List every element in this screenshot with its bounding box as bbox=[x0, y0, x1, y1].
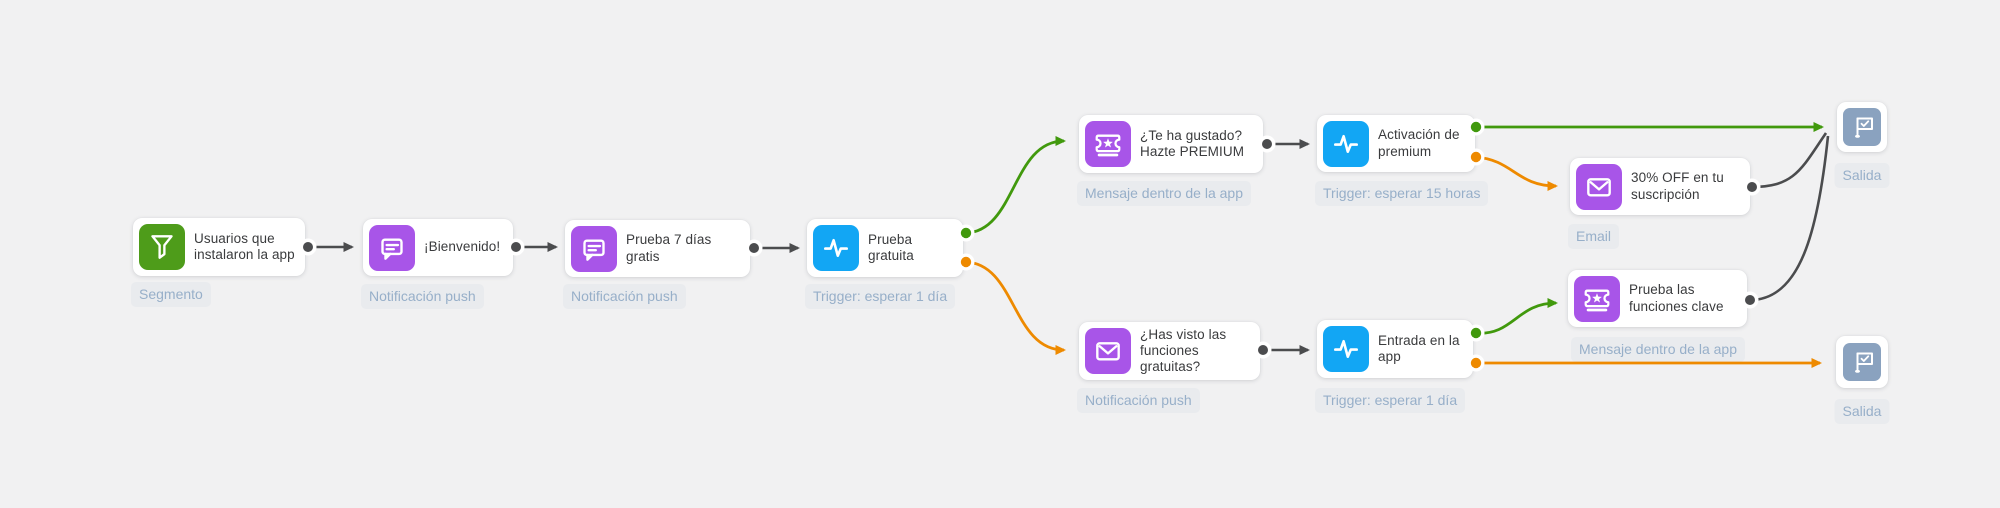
node-title: ¡Bienvenido! bbox=[424, 239, 501, 255]
node-exit-top[interactable] bbox=[1837, 102, 1887, 152]
node-type-badge: Notificación push bbox=[361, 284, 484, 309]
edge-freetrial-no-to-featurespush bbox=[965, 260, 1066, 355]
pulse-icon bbox=[1323, 326, 1369, 372]
pulse-icon bbox=[813, 225, 859, 271]
node-type-badge: Trigger: esperar 15 horas bbox=[1315, 181, 1489, 206]
node-exit-bottom[interactable] bbox=[1836, 336, 1888, 388]
envelope-icon bbox=[1085, 328, 1131, 374]
ticket-star-icon bbox=[1574, 275, 1620, 322]
node-premium-trigger[interactable]: Activación de premium bbox=[1317, 115, 1475, 172]
edge-email-to-exit-top bbox=[1751, 132, 1828, 189]
node-type-badge: Segmento bbox=[131, 282, 211, 307]
envelope-icon bbox=[1576, 163, 1622, 210]
node-title: Entrada en la app bbox=[1378, 332, 1460, 364]
chat-bubble-icon bbox=[571, 225, 617, 272]
node-title: Prueba gratuita bbox=[868, 231, 914, 263]
node-type-badge: Trigger: esperar 1 día bbox=[805, 284, 956, 309]
funnel-icon bbox=[139, 224, 185, 270]
flag-check-icon bbox=[1843, 343, 1881, 381]
node-type-badge: Notificación push bbox=[1077, 388, 1200, 413]
node-title: Activación de premium bbox=[1378, 127, 1460, 159]
node-type-badge: Salida bbox=[1834, 163, 1890, 188]
chat-bubble-icon bbox=[369, 224, 415, 271]
node-discount-email[interactable]: 30% OFF en tu suscripción bbox=[1570, 158, 1750, 215]
node-type-badge: Notificación push bbox=[563, 284, 686, 309]
flag-check-icon bbox=[1843, 108, 1881, 146]
node-type-badge: Email bbox=[1568, 224, 1620, 249]
node-free-trial-trigger[interactable]: Prueba gratuita bbox=[807, 219, 963, 277]
node-type-badge: Mensaje dentro de la app bbox=[1077, 181, 1251, 206]
node-segment[interactable]: Usuarios que instalaron la app bbox=[133, 218, 305, 276]
node-title: ¿Te ha gustado? Hazte PREMIUM bbox=[1140, 127, 1245, 159]
edge-freetrial-yes-to-premiuminapp bbox=[965, 136, 1066, 235]
node-title: 30% OFF en tu suscripción bbox=[1631, 170, 1724, 202]
node-app-entry-trigger[interactable]: Entrada en la app bbox=[1317, 320, 1473, 378]
pulse-icon bbox=[1323, 120, 1369, 167]
node-key-features-inapp[interactable]: Prueba las funciones clave bbox=[1568, 270, 1747, 327]
node-features-push[interactable]: ¿Has visto las funciones gratuitas? bbox=[1079, 322, 1260, 380]
node-type-badge: Trigger: esperar 1 día bbox=[1315, 388, 1466, 413]
node-title: Prueba las funciones clave bbox=[1629, 282, 1724, 314]
edge-appentry-yes-to-keyfeatures bbox=[1475, 298, 1558, 335]
node-welcome-push[interactable]: ¡Bienvenido! bbox=[363, 219, 513, 276]
edge-premiumtrigger-no-to-email bbox=[1475, 155, 1558, 191]
node-type-badge: Mensaje dentro de la app bbox=[1571, 337, 1745, 362]
node-type-badge: Salida bbox=[1834, 399, 1890, 424]
node-title: ¿Has visto las funciones gratuitas? bbox=[1140, 326, 1227, 375]
ticket-star-icon bbox=[1085, 121, 1131, 167]
node-title: Prueba 7 días gratis bbox=[626, 232, 712, 264]
node-title: Usuarios que instalaron la app bbox=[194, 230, 295, 262]
edge-keyfeatures-to-exit-top bbox=[1749, 135, 1830, 302]
edge-source-dots bbox=[299, 135, 1761, 359]
node-premium-inapp[interactable]: ¿Te ha gustado? Hazte PREMIUM bbox=[1079, 115, 1263, 173]
node-trial-push[interactable]: Prueba 7 días gratis bbox=[565, 220, 750, 277]
